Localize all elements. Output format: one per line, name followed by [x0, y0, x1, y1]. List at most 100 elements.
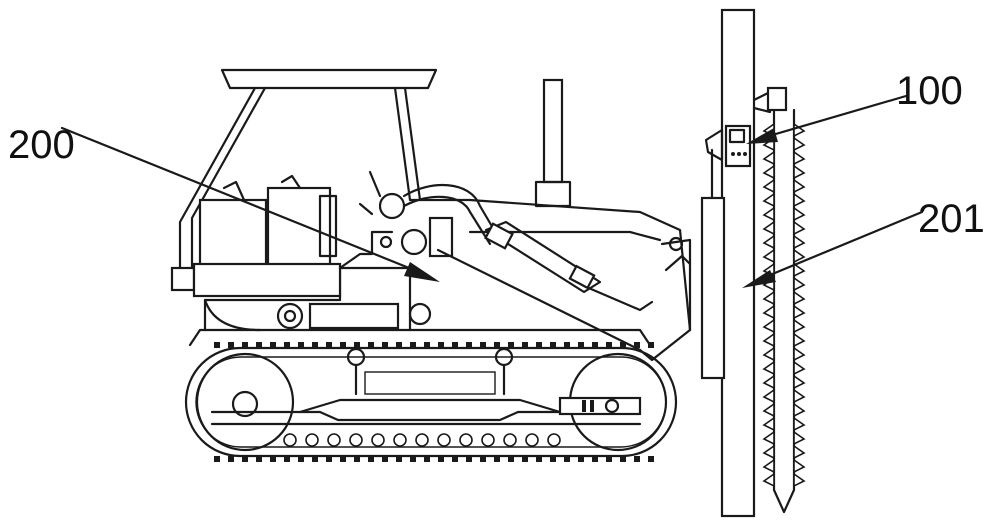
track-tooth — [298, 342, 304, 348]
bottom-roller — [526, 434, 538, 446]
track-tooth — [312, 342, 318, 348]
auger-tooth — [794, 362, 804, 374]
track-tooth — [452, 456, 458, 462]
auger-tooth — [764, 152, 774, 164]
auger-tooth — [794, 418, 804, 430]
auger-tooth — [764, 180, 774, 192]
track-tooth — [648, 456, 654, 462]
track-tooth — [382, 456, 388, 462]
track-tooth — [564, 456, 570, 462]
bottom-roller — [504, 434, 516, 446]
track-tooth — [228, 456, 234, 462]
auger-tooth — [794, 348, 804, 360]
track-tooth — [438, 342, 444, 348]
auger-tooth — [794, 264, 804, 276]
bottom-roller — [394, 434, 406, 446]
auger-tooth — [764, 334, 774, 346]
track-tooth — [438, 456, 444, 462]
track-tooth — [270, 342, 276, 348]
auger-tooth — [764, 166, 774, 178]
track-tooth — [620, 456, 626, 462]
auger-tooth — [764, 460, 774, 472]
track-tooth — [522, 342, 528, 348]
track-tooth — [410, 456, 416, 462]
track-tooth — [466, 456, 472, 462]
track-tooth — [480, 342, 486, 348]
track-tooth — [480, 456, 486, 462]
track-tooth — [508, 342, 514, 348]
auger-tooth — [794, 292, 804, 304]
track-tooth — [214, 342, 220, 348]
label-201: 201 — [918, 197, 985, 241]
track-tooth — [578, 342, 584, 348]
auger-tooth — [794, 222, 804, 234]
auger-tooth — [794, 446, 804, 458]
track-tooth — [326, 342, 332, 348]
track-tooth — [326, 456, 332, 462]
auger-tooth — [764, 306, 774, 318]
track-tooth — [424, 342, 430, 348]
auger-tooth — [794, 404, 804, 416]
track-tooth — [340, 342, 346, 348]
auger-tooth — [764, 432, 774, 444]
auger-tooth — [794, 474, 804, 486]
auger-tooth — [794, 180, 804, 192]
bottom-roller — [372, 434, 384, 446]
auger-tooth — [764, 390, 774, 402]
track-tooth — [298, 456, 304, 462]
track-tooth — [256, 342, 262, 348]
auger-tooth — [764, 348, 774, 360]
auger-tooth — [794, 320, 804, 332]
bottom-roller — [482, 434, 494, 446]
track-tooth — [606, 342, 612, 348]
track-tooth — [606, 456, 612, 462]
track-tooth — [396, 342, 402, 348]
track-tooth — [452, 342, 458, 348]
track-tooth — [536, 342, 542, 348]
track-tooth — [214, 456, 220, 462]
auger-tooth — [764, 292, 774, 304]
track-tooth — [242, 456, 248, 462]
track-tooth — [578, 456, 584, 462]
bottom-roller — [460, 434, 472, 446]
auger-tooth — [794, 390, 804, 402]
track-tooth — [284, 456, 290, 462]
label-200: 200 — [8, 123, 75, 167]
auger-tooth — [794, 432, 804, 444]
track-tooth — [228, 342, 234, 348]
auger-tooth — [764, 404, 774, 416]
auger-tooth — [764, 474, 774, 486]
bottom-roller — [438, 434, 450, 446]
auger-tooth — [764, 208, 774, 220]
auger-tooth — [794, 208, 804, 220]
auger-tooth — [794, 460, 804, 472]
auger-tooth — [794, 278, 804, 290]
track-tooth — [354, 456, 360, 462]
auger-tooth — [764, 222, 774, 234]
auger-tooth — [794, 152, 804, 164]
track-tooth — [592, 342, 598, 348]
bottom-roller — [350, 434, 362, 446]
track-tooth — [592, 456, 598, 462]
auger-tooth — [764, 194, 774, 206]
auger-tooth — [794, 236, 804, 248]
track-tooth — [634, 456, 640, 462]
track-tooth — [494, 456, 500, 462]
track-tooth — [368, 342, 374, 348]
auger-tooth — [764, 376, 774, 388]
track-tooth — [368, 456, 374, 462]
auger-blade — [764, 110, 804, 512]
track-tooth — [536, 456, 542, 462]
track-tooth — [522, 456, 528, 462]
auger-tooth — [794, 138, 804, 150]
auger-tooth — [764, 418, 774, 430]
auger-tooth — [764, 236, 774, 248]
track-tooth — [382, 342, 388, 348]
bottom-roller — [548, 434, 560, 446]
leader-line-201 — [758, 212, 922, 280]
auger-tooth — [794, 334, 804, 346]
bottom-rollers — [284, 434, 560, 446]
track-tooth — [396, 456, 402, 462]
auger-tooth — [794, 376, 804, 388]
auger-tooth — [764, 250, 774, 262]
